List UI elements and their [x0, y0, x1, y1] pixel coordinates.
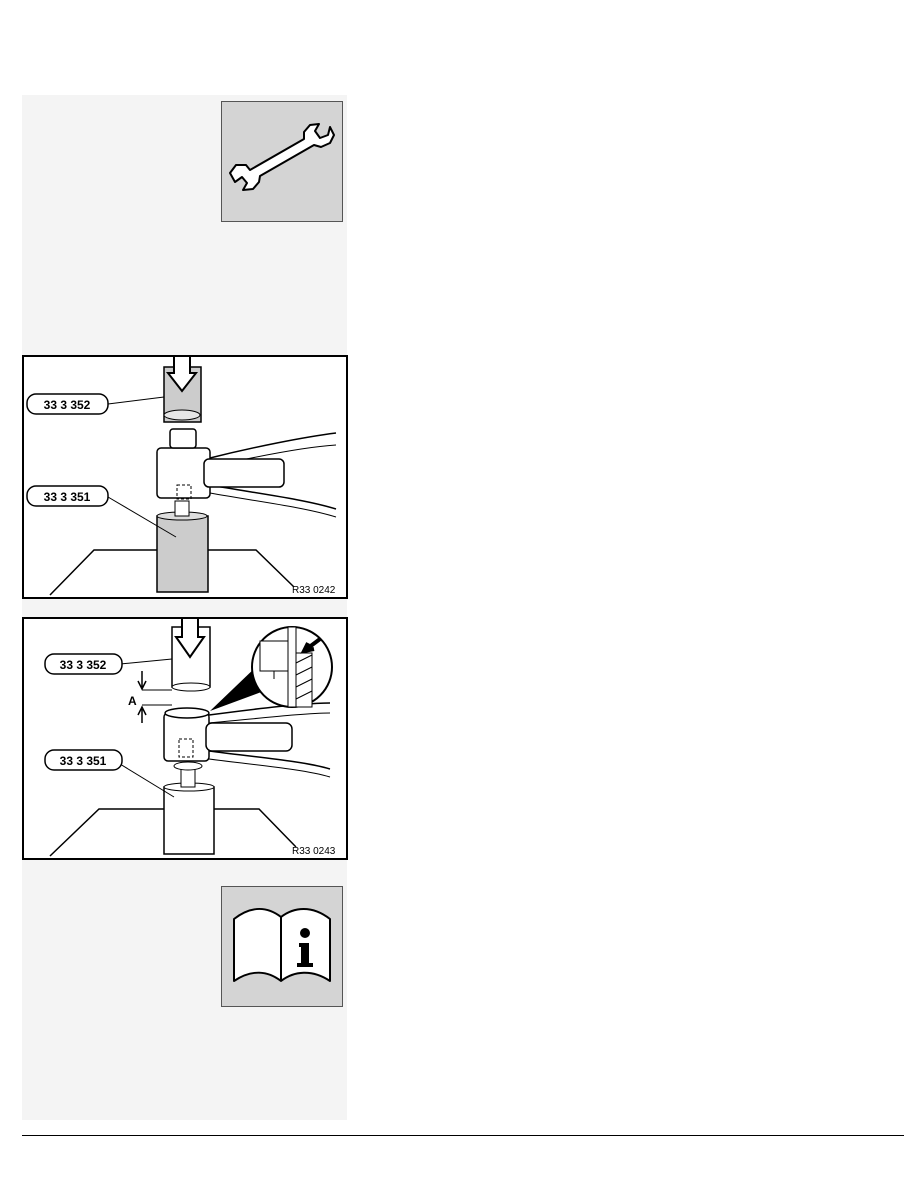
- figure-1-top-tool-label: 33 3 352: [44, 398, 91, 412]
- footer-rule: [22, 1135, 904, 1136]
- figure-1-reference: R33 0242: [292, 585, 336, 596]
- figure-press-step-2: A 33 3 352 33 3 351 R33 0243: [22, 617, 348, 860]
- dimension-a-label: A: [128, 694, 137, 708]
- info-book-icon: [233, 908, 331, 982]
- wrench-icon-box: [221, 101, 343, 222]
- figure-1-drawing: 33 3 352 33 3 351 R33 0242: [26, 357, 337, 596]
- figure-2-bottom-tool-label: 33 3 351: [60, 754, 107, 768]
- wrench-icon: [229, 123, 335, 191]
- figure-1-bottom-tool-label: 33 3 351: [44, 490, 91, 504]
- info-icon-box: [221, 886, 343, 1007]
- figure-2-top-tool-label: 33 3 352: [60, 658, 107, 672]
- figure-press-step-1: 33 3 352 33 3 351 R33 0242: [22, 355, 348, 599]
- figure-2-reference: R33 0243: [292, 846, 336, 857]
- figure-2-drawing: A 33 3 352 33 3 351 R33 0243: [44, 619, 336, 857]
